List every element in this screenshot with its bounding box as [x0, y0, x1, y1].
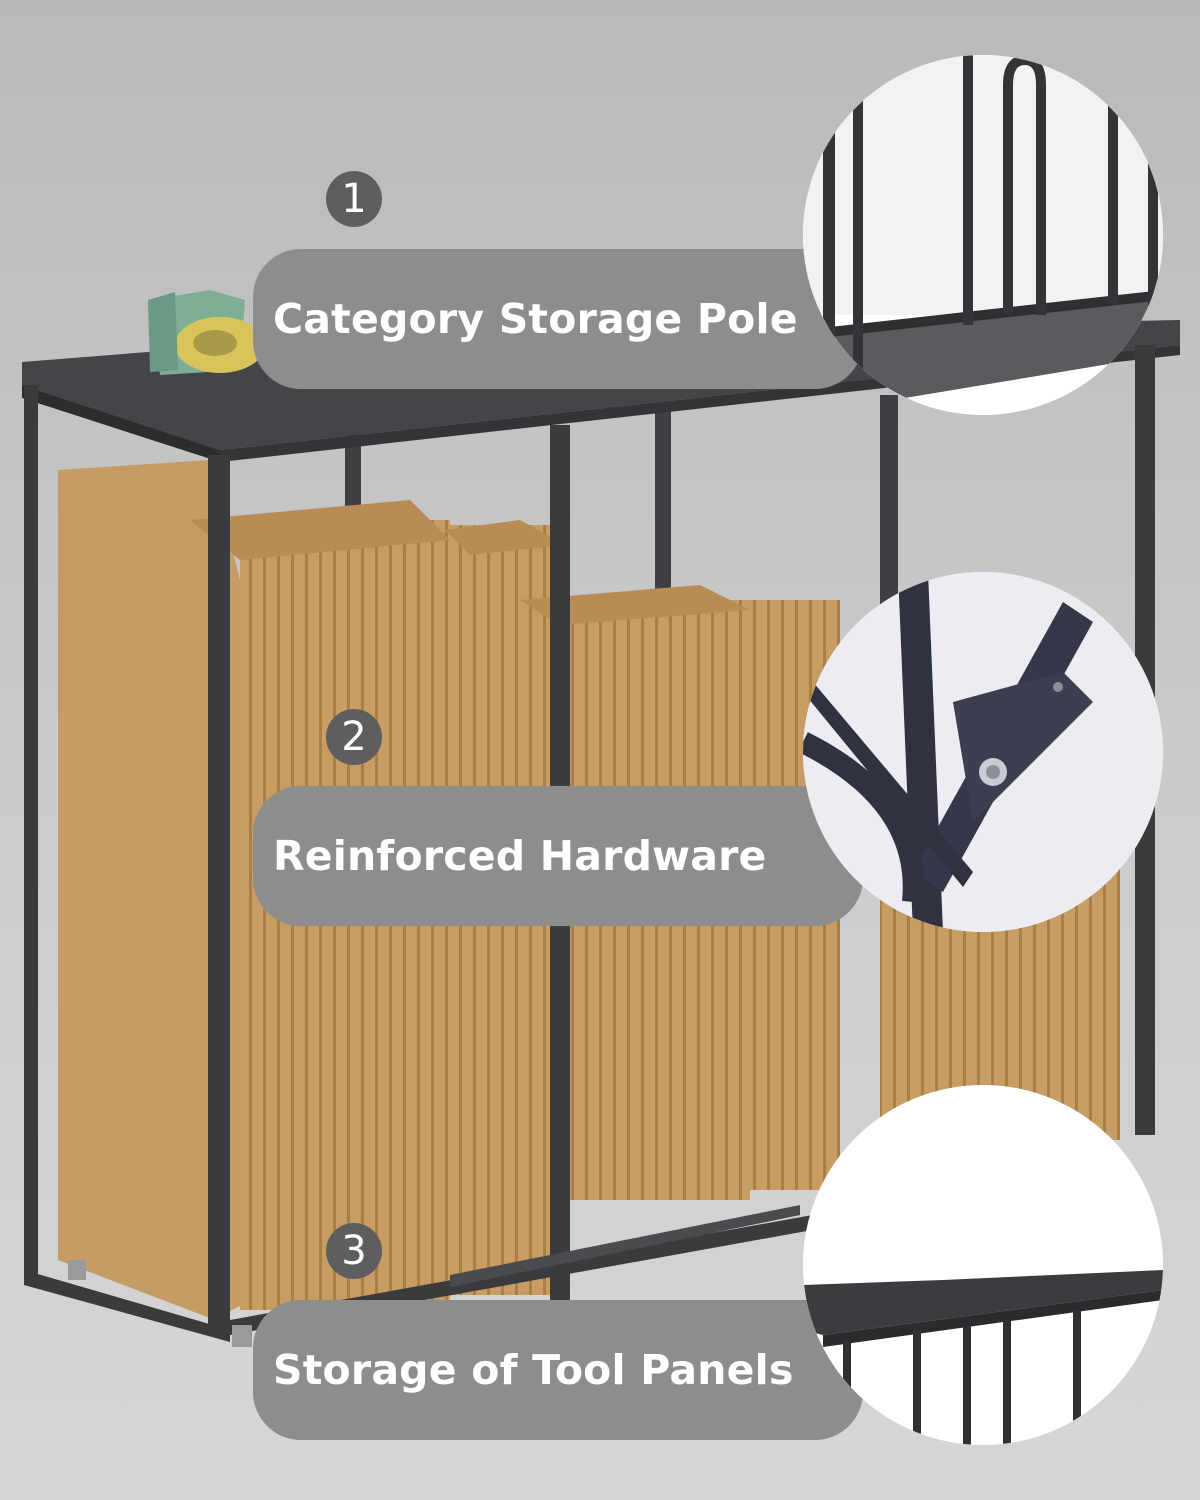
feature-label: Storage of Tool Panels — [273, 1346, 794, 1394]
front-post-left — [24, 385, 38, 1285]
feature-number-badge: 3 — [326, 1223, 382, 1279]
bolted-bracket-closeup — [803, 572, 1163, 932]
feature-label-pill: Storage of Tool Panels — [253, 1300, 863, 1440]
feature-number-badge: 1 — [326, 171, 382, 227]
detail-circle-storage-pole — [803, 55, 1163, 415]
detail-circle-tool-panels — [803, 1085, 1163, 1445]
feature-label-pill: Reinforced Hardware — [253, 786, 863, 926]
feature-number-badge: 2 — [326, 709, 382, 765]
tape-dispenser — [148, 290, 265, 375]
detail-circle-reinforced-hardware — [803, 572, 1163, 932]
feature-label: Category Storage Pole — [273, 295, 798, 343]
cardboard-side — [58, 460, 250, 1320]
storage-pole-closeup — [803, 55, 1163, 415]
front-post-2 — [208, 455, 230, 1335]
feature-label: Reinforced Hardware — [273, 832, 767, 880]
feature-label-pill: Category Storage Pole — [253, 249, 863, 389]
top-panel-closeup — [803, 1085, 1163, 1445]
